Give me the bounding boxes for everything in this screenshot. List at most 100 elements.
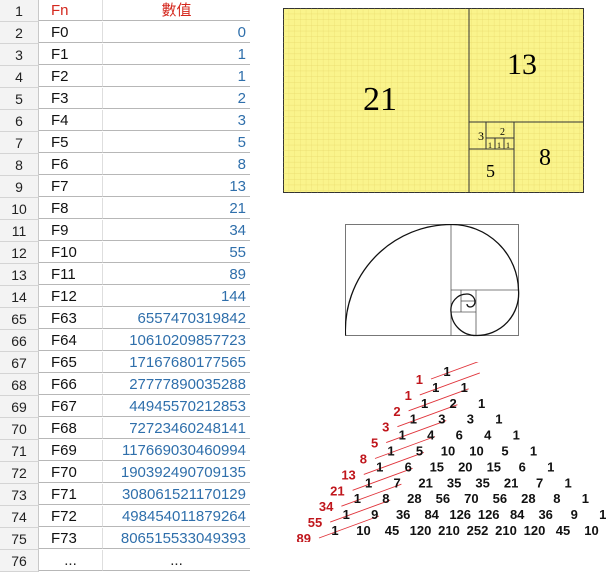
value-cell[interactable]: 13	[103, 176, 250, 197]
diagonal-sum: 55	[308, 515, 322, 530]
fn-label-cell[interactable]: F6	[39, 154, 103, 175]
row-header[interactable]: 6	[0, 110, 39, 132]
row-header[interactable]: 11	[0, 220, 39, 242]
pascal-number: 2	[449, 396, 456, 411]
value-cell[interactable]: 17167680177565	[103, 352, 250, 373]
pascal-number: 35	[475, 475, 489, 490]
pascal-number: 36	[538, 507, 552, 522]
diagonal-line	[408, 388, 469, 412]
value-cell[interactable]: 806515533049393	[103, 528, 250, 549]
fn-label-cell[interactable]: F5	[39, 132, 103, 153]
value-cell[interactable]: 27777890035288	[103, 374, 250, 395]
row-header[interactable]: 71	[0, 440, 39, 462]
row-header[interactable]: 1	[0, 0, 39, 22]
row-header[interactable]: 12	[0, 242, 39, 264]
fn-label-cell[interactable]: F69	[39, 440, 103, 461]
value-cell[interactable]: 308061521170129	[103, 484, 250, 505]
row-header[interactable]: 67	[0, 352, 39, 374]
row-header[interactable]: 69	[0, 396, 39, 418]
row-header[interactable]: 4	[0, 66, 39, 88]
fn-label-cell[interactable]: F0	[39, 22, 103, 43]
value-cell[interactable]: 10610209857723	[103, 330, 250, 351]
pascal-number: 126	[449, 507, 471, 522]
row-header[interactable]: 2	[0, 22, 39, 44]
row-header[interactable]: 65	[0, 308, 39, 330]
row-header[interactable]: 7	[0, 132, 39, 154]
value-cell[interactable]: 1	[103, 44, 250, 65]
fn-label-cell[interactable]: F68	[39, 418, 103, 439]
value-cell[interactable]: 3	[103, 110, 250, 131]
row-header[interactable]: 9	[0, 176, 39, 198]
value-cell[interactable]: 6557470319842	[103, 308, 250, 329]
pascal-number: 1	[495, 412, 502, 427]
square-label-21: 21	[363, 81, 397, 118]
fn-label-cell[interactable]: F3	[39, 88, 103, 109]
row-header[interactable]: 68	[0, 374, 39, 396]
row-header[interactable]: 8	[0, 154, 39, 176]
row-header[interactable]: 5	[0, 88, 39, 110]
fn-label-cell[interactable]: F1	[39, 44, 103, 65]
row-header[interactable]: 73	[0, 484, 39, 506]
value-cell[interactable]: 498454011879264	[103, 506, 250, 527]
fn-label-cell[interactable]: F7	[39, 176, 103, 197]
value-cell[interactable]: 34	[103, 220, 250, 241]
pascal-number: 252	[467, 523, 489, 538]
row-header[interactable]: 75	[0, 528, 39, 550]
pascal-number: 1	[365, 475, 372, 490]
value-cell[interactable]: 117669030460994	[103, 440, 250, 461]
value-cell[interactable]: 144	[103, 286, 250, 307]
value-cell[interactable]: 21	[103, 198, 250, 219]
fn-label-cell[interactable]: F11	[39, 264, 103, 285]
fn-label-cell[interactable]: F2	[39, 66, 103, 87]
pascal-number: 28	[521, 491, 535, 506]
row-header[interactable]: 66	[0, 330, 39, 352]
row-header[interactable]: 74	[0, 506, 39, 528]
row-header[interactable]: 3	[0, 44, 39, 66]
fn-label-cell[interactable]: F64	[39, 330, 103, 351]
pascal-number: 210	[495, 523, 517, 538]
row-header[interactable]: 72	[0, 462, 39, 484]
square-label-5: 5	[486, 161, 495, 181]
fn-label-cell[interactable]: F72	[39, 506, 103, 527]
value-cell[interactable]: 72723460248141	[103, 418, 250, 439]
pascal-number: 45	[385, 523, 399, 538]
diagonal-sum: 2	[393, 404, 400, 419]
fn-label-cell[interactable]: F66	[39, 374, 103, 395]
diagonal-line	[318, 515, 380, 539]
fn-label-cell[interactable]: F65	[39, 352, 103, 373]
value-cell[interactable]: 2	[103, 88, 250, 109]
value-cell[interactable]: 0	[103, 22, 250, 43]
fn-label-cell[interactable]: F73	[39, 528, 103, 549]
row-header[interactable]: 10	[0, 198, 39, 220]
ellipsis-cell[interactable]: ...	[103, 550, 250, 571]
fn-label-cell[interactable]: F12	[39, 286, 103, 307]
column-header-value[interactable]: 數值	[103, 0, 250, 21]
value-cell[interactable]: 55	[103, 242, 250, 263]
pascal-number: 1	[410, 412, 417, 427]
fn-label-cell[interactable]: F4	[39, 110, 103, 131]
value-cell[interactable]: 5	[103, 132, 250, 153]
fn-label-cell[interactable]: F63	[39, 308, 103, 329]
fn-label-cell[interactable]: F8	[39, 198, 103, 219]
fn-label-cell[interactable]: F9	[39, 220, 103, 241]
fn-label-cell[interactable]: F71	[39, 484, 103, 505]
value-cell[interactable]: 8	[103, 154, 250, 175]
fn-label-cell[interactable]: F10	[39, 242, 103, 263]
column-header-fn[interactable]: Fn	[39, 0, 103, 21]
ellipsis-cell[interactable]: ...	[39, 550, 103, 571]
row-header[interactable]: 14	[0, 286, 39, 308]
value-cell[interactable]: 190392490709135	[103, 462, 250, 483]
fn-label-cell[interactable]: F70	[39, 462, 103, 483]
pascal-number: 10	[441, 444, 455, 459]
value-cell[interactable]: 89	[103, 264, 250, 285]
value-cell[interactable]: 1	[103, 66, 250, 87]
row-header[interactable]: 13	[0, 264, 39, 286]
row-header[interactable]: 76	[0, 550, 39, 572]
pascal-number: 1	[443, 364, 450, 379]
fn-label-cell[interactable]: F67	[39, 396, 103, 417]
row-header[interactable]: 70	[0, 418, 39, 440]
value-cell[interactable]: 44945570212853	[103, 396, 250, 417]
